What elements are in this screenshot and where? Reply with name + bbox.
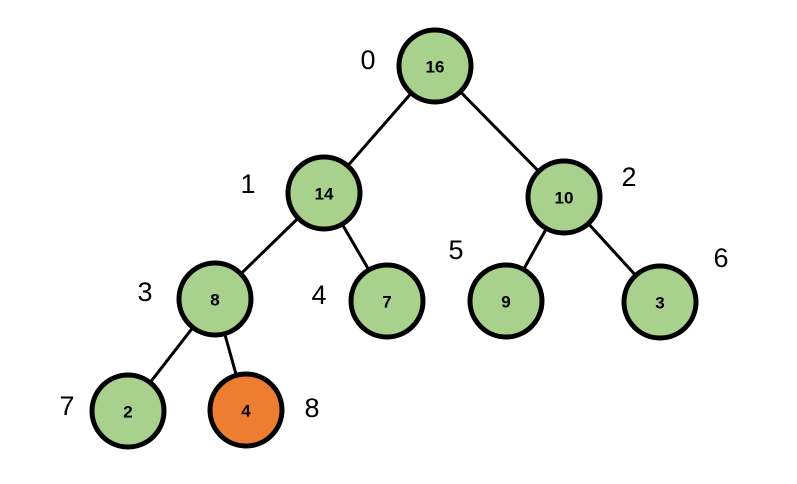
node-value: 2 (123, 403, 132, 422)
node-index-label: 1 (240, 169, 255, 199)
node-index-label: 7 (59, 391, 74, 421)
node-value: 10 (555, 189, 574, 208)
heap-node-0: 16 (396, 27, 474, 105)
node-index-label: 8 (304, 393, 319, 423)
heap-node-4: 7 (348, 262, 426, 340)
node-index-label: 5 (448, 235, 463, 265)
heap-node-8: 4 (207, 371, 285, 449)
node-circle (176, 260, 254, 338)
node-value: 4 (241, 402, 251, 421)
node-circle (621, 263, 699, 341)
node-index-label: 0 (360, 45, 375, 75)
heap-node-2: 10 (525, 158, 603, 236)
node-value: 3 (655, 294, 664, 313)
node-value: 9 (501, 293, 510, 312)
node-value: 8 (210, 291, 219, 310)
node-index-label: 4 (311, 280, 326, 310)
node-circle (285, 154, 363, 232)
edges-layer (126, 64, 662, 412)
heap-node-1: 14 (285, 154, 363, 232)
node-value: 7 (382, 293, 391, 312)
node-value: 14 (315, 185, 334, 204)
node-index-label: 2 (621, 162, 636, 192)
node-value: 16 (426, 58, 445, 77)
node-circle (396, 27, 474, 105)
node-index-label: 6 (713, 243, 728, 273)
node-index-label: 3 (137, 277, 152, 307)
node-circle (525, 158, 603, 236)
highlighted-node-circle (207, 371, 285, 449)
heap-node-3: 8 (176, 260, 254, 338)
node-circle (348, 262, 426, 340)
heap-node-7: 2 (89, 372, 167, 450)
heap-node-6: 3 (621, 263, 699, 341)
node-circle (467, 262, 545, 340)
node-circle (89, 372, 167, 450)
index-labels-layer: 0 1 2 3 4 5 6 7 8 (59, 45, 728, 423)
heap-node-5: 9 (467, 262, 545, 340)
